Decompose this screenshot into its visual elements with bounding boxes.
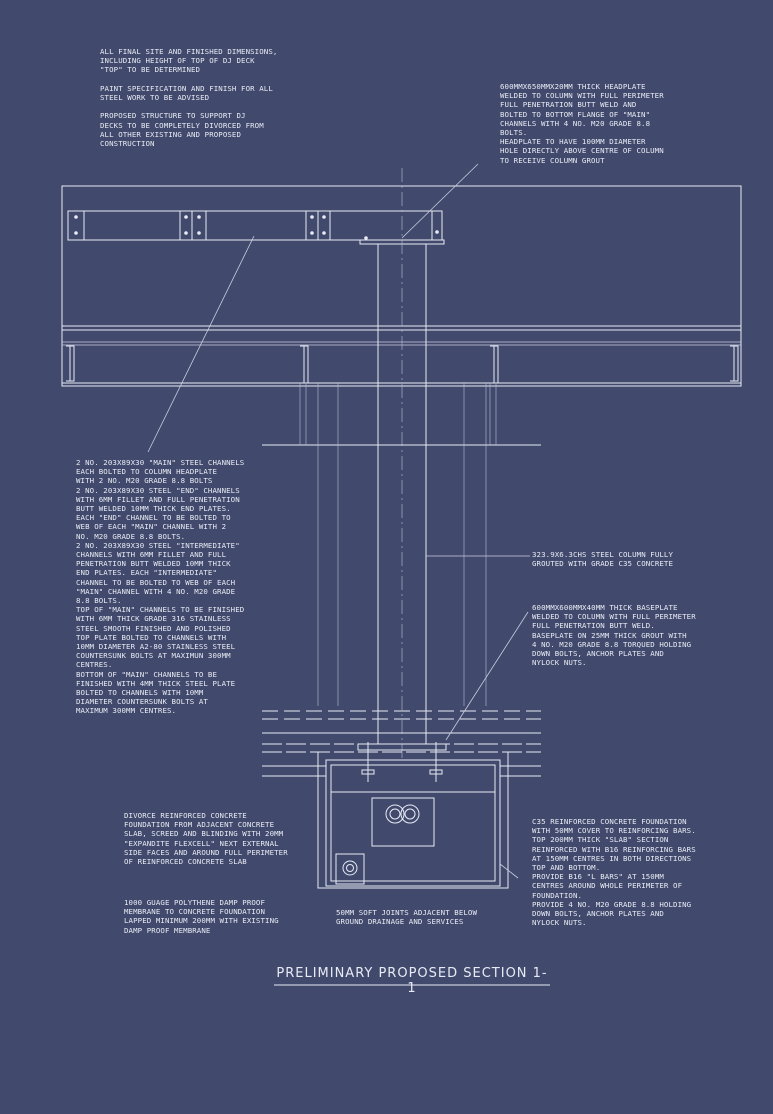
note-line: ALL FINAL SITE AND FINISHED DIMENSIONS, [100, 47, 278, 56]
note-line: BUTT WELDED 10mm THICK END PLATES. [76, 504, 231, 514]
note-line: NYLOCK NUTS. [532, 658, 587, 668]
note-line: DOWN BOLTS, ANCHOR PLATES AND [532, 909, 664, 919]
note-line: 600mmx600mmx40mm THICK BASEPLATE [532, 603, 678, 612]
note-line: 2 NO. 203x89x30 STEEL "INTERMEDIATE" [76, 540, 240, 550]
note-line [100, 102, 277, 111]
note-line: 50mm SOFT JOINTS ADJACENT BELOW [336, 908, 478, 917]
note-line: BASEPLATE ON 25mm THICK GROUT WITH [532, 630, 687, 640]
note-line: NYLOCK NUTS. [532, 918, 587, 928]
note-line: PROVIDE 4 No. M20 GRADE 8.8 HOLDING [532, 899, 692, 909]
note-line: CHANNEL TO BE BOLTED TO WEB OF EACH [76, 577, 236, 587]
note-line: 1000 GUAGE POLYTHENE DAMP PROOF [124, 898, 266, 907]
steel-column [262, 168, 541, 760]
note-line: CHANNELS WITH 6mm FILLET AND FULL [76, 550, 227, 560]
note-line: 10mm DIAMETER A2-80 STAINLESS STEEL [76, 642, 236, 652]
note-line: WELDED TO COLUMN WITH FULL PERIMETER [500, 91, 664, 101]
note-line: DECKS TO BE COMPLETELY DIVORCED FROM [100, 120, 264, 130]
leader-lines [147, 163, 530, 879]
note-line: WITH 6mm FILLET AND FULL PENETRATION [76, 494, 240, 504]
note-line: TOP AND BOTTOM. [532, 863, 601, 873]
note-line: CENTRES AROUND WHOLE PERIMETER OF [532, 881, 683, 891]
note-line: C35 REINFORCED CONCRETE FOUNDATION [532, 817, 687, 826]
note-line: "EXPANDITE FLEXCELL" NEXT EXTERNAL [124, 838, 279, 848]
note-line: TOP OF "MAIN" CHANNELS TO BE FINISHED [76, 605, 245, 615]
note-line: FOUNDATION FROM ADJACENT CONCRETE [124, 820, 275, 830]
note-line: GROUND DRAINAGE AND SERVICES [336, 917, 464, 927]
note-line: WEB OF EACH "MAIN" CHANNEL WITH 2 [76, 522, 227, 532]
note-line: 2 NO. 203x89x30 "MAIN" STEEL CHANNELS [76, 458, 245, 467]
note-line: ALL OTHER EXISTING AND PROPOSED [100, 129, 242, 139]
note-line: WITH 6mm THICK GRADE 316 STAINLESS [76, 614, 231, 624]
note-line: NO. M20 GRADE 8.8 BOLTS. [76, 531, 186, 541]
note-line: BOLTED TO CHANNELS WITH 10mm [76, 688, 204, 698]
note-line: MAXIMUM 300mm CENTRES. [76, 706, 177, 716]
note-line: MEMBRANE TO CONCRETE FOUNDATION [124, 907, 266, 917]
note-line: EACH BOLTED TO COLUMN HEADPLATE [76, 467, 218, 477]
note-line: FULL PENETRATION BUTT WELD AND [500, 100, 637, 110]
note-line: REINFORCED WITH B16 REINFORCING BARS [532, 844, 696, 854]
note-line: WITH 2 NO. M20 GRADE 8.8 BOLTS [76, 476, 213, 486]
note-line: FULL PENETRATION BUTT WELD. [532, 621, 655, 631]
note-line: PROVIDE B16 "L BARS" AT 150mm [532, 872, 664, 882]
deck-frame [61, 185, 742, 387]
note-line: INCLUDING HEIGHT OF TOP OF DJ DECK [100, 56, 255, 66]
note-line: CHANNELS WITH 4 No. M20 GRADE 8.8 [500, 118, 651, 128]
note-line: SIDE FACES AND AROUND FULL PERIMETER [124, 847, 288, 857]
note-line: WELDED TO COLUMN WITH FULL PERIMETER [532, 612, 696, 622]
note-line: TOP 200mm THICK "SLAB" SECTION [532, 835, 669, 845]
note-line: 600mmx650mmx20mm THICK HEADPLATE [500, 82, 646, 91]
note-line: BOLTS. [500, 128, 528, 138]
section-title: PRELIMINARY PROPOSED SECTION 1-1 [276, 966, 548, 996]
note-line: TO RECEIVE COLUMN GROUT [500, 155, 605, 165]
note-line: HEADPLATE TO HAVE 100mm DIAMETER [500, 137, 646, 147]
note-line: PAINT SPECIFICATION AND FINISH FOR ALL [100, 83, 273, 93]
note-line: PENETRATION BUTT WELDED 10mm THICK [76, 559, 231, 569]
note-line: END PLATES. EACH "INTERMEDIATE" [76, 568, 218, 578]
foundation [317, 742, 509, 889]
note-line: 4 No. M20 GRADE 8.8 TORQUED HOLDING [532, 639, 692, 649]
note-line: HOLE DIRECTLY ABOVE CENTRE OF COLUMN [500, 146, 664, 156]
note-line: OF REINFORCED CONCRETE SLAB [124, 857, 247, 867]
note-line: STEEL SMOOTH FINISHED AND POLISHED [76, 623, 231, 633]
note-line: GROUTED WITH GRADE C35 CONCRETE [532, 559, 674, 569]
note-line [100, 75, 277, 84]
note-line: CENTRES. [76, 660, 113, 670]
note-line: 323.9x6.3CHS STEEL COLUMN FULLY [532, 550, 674, 559]
note-line: EACH "END" CHANNEL TO BE BOLTED TO [76, 513, 231, 523]
note-line: 2 NO. 203x89x30 STEEL "END" CHANNELS [76, 485, 240, 495]
note-line: LAPPED MINIMUM 200mm WITH EXISTING [124, 916, 279, 926]
note-line: AT 150mm CENTRES IN BOTH DIRECTIONS [532, 853, 692, 863]
note-line: PROPOSED STRUCTURE TO SUPPORT DJ [100, 111, 246, 121]
note-line: 8.8 BOLTS. [76, 596, 122, 606]
note-line: BOLTED TO BOTTOM FLANGE OF "MAIN" [500, 109, 651, 119]
note-line: TOP PLATE BOLTED TO CHANNELS WITH [76, 632, 227, 642]
note-line: SLAB, SCREED AND BLINDING WITH 20mm [124, 829, 284, 839]
main-beam [67, 210, 445, 245]
channels-note: 2 NO. 203x89x30 "MAIN" STEEL CHANNELSEAC… [76, 458, 244, 716]
note-line: CONSTRUCTION [100, 139, 155, 149]
note-line: DOWN BOLTS, ANCHOR PLATES AND [532, 649, 664, 659]
note-line: FINISHED WITH 4mm THICK STEEL PLATE [76, 678, 236, 688]
note-line: COUNTERSUNK BOLTS AT MAXIMUN 300mm [76, 651, 231, 661]
note-line: "TOP" TO BE DETERMINED [100, 65, 201, 75]
note-line: FOUNDATION. [532, 890, 583, 900]
note-line: DAMP PROOF MEMBRANE [124, 925, 211, 935]
note-line: DIAMETER COUNTERSUNK BOLTS AT [76, 697, 208, 707]
note-line: DIVORCE REINFORCED CONCRETE [124, 811, 247, 820]
note-line: STEEL WORK TO BE ADVISED [100, 93, 210, 103]
note-line: BOTTOM OF "MAIN" CHANNELS TO BE [76, 669, 218, 679]
general-notes: ALL FINAL SITE AND FINISHED DIMENSIONS,I… [100, 47, 277, 148]
note-line: "MAIN" CHANNEL WITH 4 NO. M20 GRADE [76, 586, 236, 596]
note-line: WITH 50mm COVER TO REINFORCING BARS. [532, 826, 696, 836]
